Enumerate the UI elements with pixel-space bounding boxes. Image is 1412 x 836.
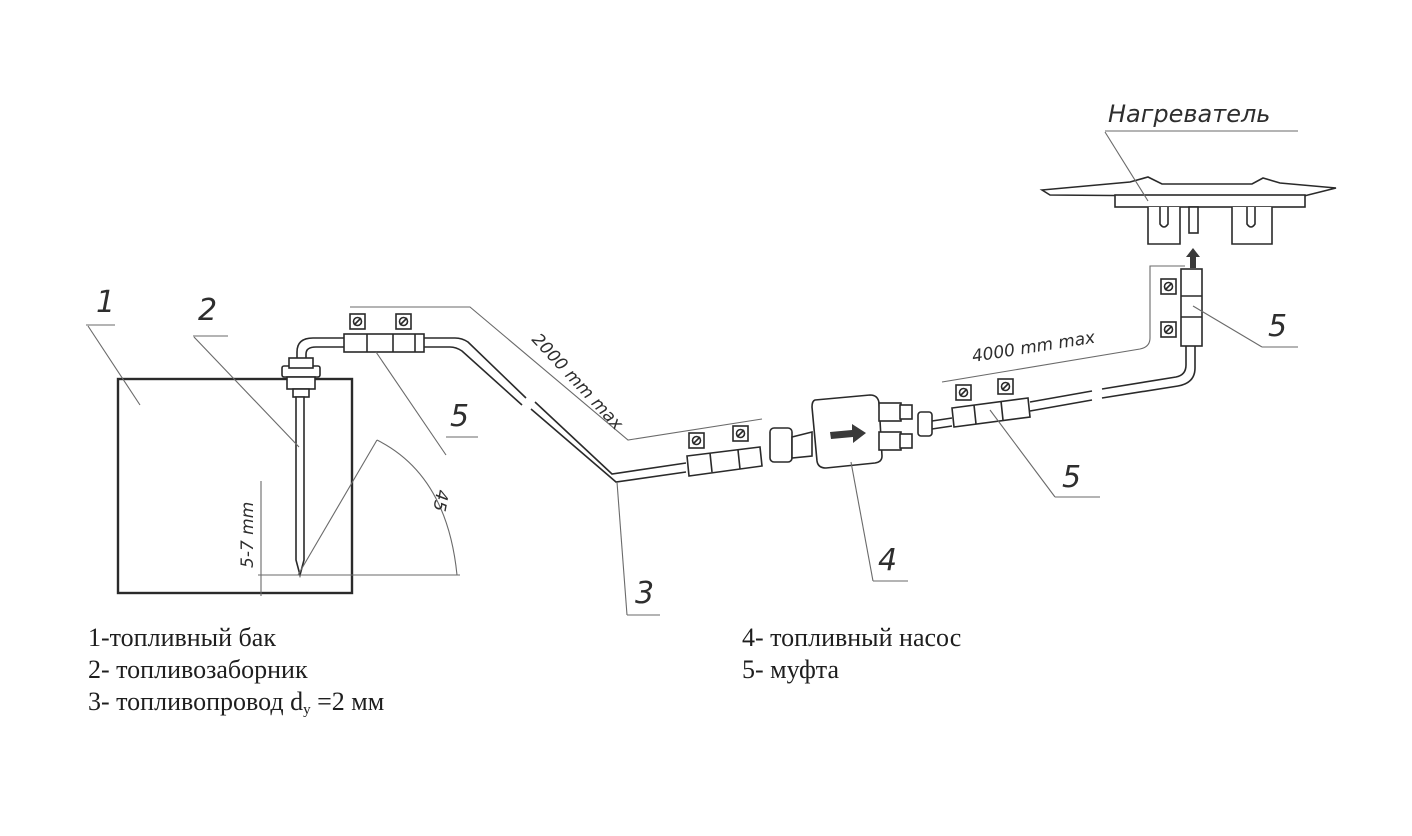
- legend-item-1: 1-топливный бак: [88, 623, 276, 652]
- callout-5d: 5: [1192, 305, 1298, 348]
- legend-item-3-subscript: y: [303, 702, 311, 718]
- callout-5c-label: 5: [1062, 460, 1081, 495]
- legend-item-3: 3- топливопровод dy =2 мм: [88, 686, 384, 726]
- dimension-segment-2: 4000 mm max: [941, 265, 1185, 383]
- coupling-a: [343, 313, 425, 353]
- fuel-tank: [116, 377, 354, 595]
- legend-item-3-prefix: 3- топливопровод d: [88, 687, 304, 716]
- segment-2-label: 4000 mm max: [971, 328, 1098, 367]
- angle-label: 45: [428, 488, 451, 513]
- coupling-d: [1160, 248, 1203, 347]
- fuel-pump: [769, 394, 933, 469]
- dimension-intake-gap: 5-7 mm: [238, 481, 460, 596]
- callout-4-label: 4: [878, 543, 897, 578]
- callout-3-label: 3: [635, 576, 654, 611]
- heater: [1039, 176, 1337, 245]
- flow-arrow-icon: [830, 424, 866, 443]
- callout-5d-label: 5: [1268, 309, 1287, 344]
- legend-item-2: 2- топливозаборник: [88, 655, 308, 684]
- callout-1: 1: [86, 285, 141, 406]
- dimension-angle: 45: [297, 439, 458, 576]
- callout-3: 3: [616, 481, 660, 616]
- coupling-c: [931, 378, 1031, 430]
- legend-right: 4- топливный насос 5- муфта: [742, 622, 961, 686]
- heater-label: Нагреватель: [1108, 100, 1270, 128]
- callout-1-label: 1: [96, 285, 115, 320]
- callout-5c: 5: [989, 409, 1100, 498]
- legend-item-4: 4- топливный насос: [742, 623, 962, 652]
- legend-left: 1-топливный бак 2- топливозаборник 3- то…: [88, 622, 384, 726]
- callout-4: 4: [850, 461, 908, 582]
- legend-item-3-suffix: =2 мм: [310, 687, 385, 716]
- legend-item-5: 5- муфта: [742, 655, 840, 684]
- coupling-b: [686, 425, 763, 477]
- fuel-line-segment-2: [1029, 346, 1196, 412]
- callout-2: 2: [193, 293, 300, 448]
- intake-gap-label: 5-7 mm: [238, 502, 258, 568]
- callout-5a-label: 5: [450, 399, 469, 434]
- fuel-line-segment-1: [424, 337, 687, 483]
- callout-5a: 5: [375, 351, 478, 456]
- fuel-intake: [281, 337, 346, 579]
- up-arrow-icon: [1186, 248, 1200, 268]
- callout-2-label: 2: [198, 293, 217, 328]
- heater-callout: Нагреватель: [1104, 100, 1298, 202]
